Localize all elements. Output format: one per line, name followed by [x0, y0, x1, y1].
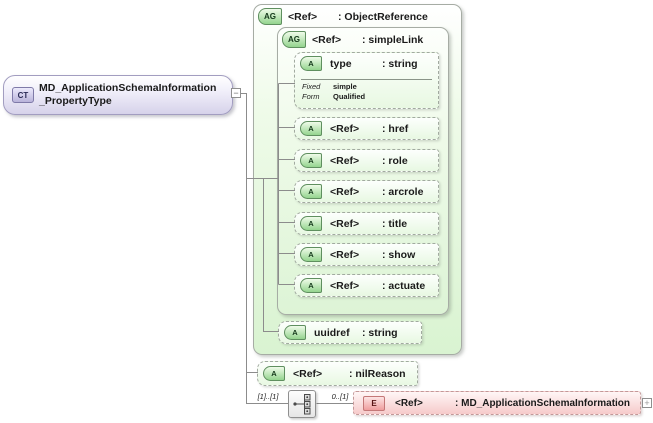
attribute-datatype: : nilReason	[349, 367, 406, 380]
complex-type-box[interactable]: CT MD_ApplicationSchemaInformation _Prop…	[3, 75, 233, 115]
attribute-datatype: : href	[382, 122, 409, 135]
attribute-role[interactable]: A <Ref> : role	[294, 149, 439, 172]
attribute-name: <Ref>	[330, 248, 360, 261]
collapse-handle-icon[interactable]: −	[231, 88, 241, 98]
facet-label: Form	[302, 91, 320, 101]
group-type-label: : ObjectReference	[338, 10, 428, 23]
facet-separator	[301, 79, 432, 80]
complex-type-name-line1: MD_ApplicationSchemaInformation	[39, 82, 217, 94]
facet-label: Fixed	[302, 82, 321, 91]
facet-value: Qualified	[333, 91, 366, 101]
cardinality-parent: [1]..[1]	[257, 392, 279, 401]
attribute-name: <Ref>	[330, 279, 360, 292]
group-ref-label: <Ref>	[288, 10, 318, 23]
attribute-icon: A	[300, 216, 322, 231]
facet-list: Fixed simple Form Qualified	[302, 82, 365, 101]
group-type-label: : simpleLink	[362, 33, 424, 46]
complex-type-name: MD_ApplicationSchemaInformation _Propert…	[39, 82, 229, 107]
expand-handle-icon[interactable]: +	[642, 398, 652, 408]
sequence-icon	[293, 394, 311, 415]
element-md-applicationschemainformation[interactable]: E <Ref> : MD_ApplicationSchemaInformatio…	[353, 391, 641, 415]
element-icon: E	[363, 395, 385, 411]
attribute-nilreason[interactable]: A <Ref> : nilReason	[257, 361, 418, 386]
attribute-datatype: : role	[382, 154, 408, 167]
attribute-group-icon: AG	[282, 31, 306, 48]
attribute-icon: A	[300, 184, 322, 199]
attribute-datatype: : arcrole	[382, 185, 424, 198]
facet-value: simple	[333, 82, 357, 91]
attribute-datatype: : show	[382, 248, 416, 261]
attribute-datatype: : string	[382, 57, 418, 70]
attribute-show[interactable]: A <Ref> : show	[294, 243, 439, 266]
group-ref-label: <Ref>	[312, 33, 342, 46]
attribute-group-title: AG <Ref> : simpleLink	[278, 28, 448, 48]
attribute-actuate[interactable]: A <Ref> : actuate	[294, 274, 439, 297]
attribute-name: uuidref	[314, 326, 350, 339]
sequence-compositor[interactable]	[288, 390, 316, 418]
attribute-name: <Ref>	[330, 217, 360, 230]
complex-type-icon: CT	[12, 87, 34, 103]
attribute-group-title: AG <Ref> : ObjectReference	[254, 5, 461, 25]
attribute-type[interactable]: A type : string Fixed simple Form Qualif…	[294, 52, 439, 109]
element-type-label: : MD_ApplicationSchemaInformation	[455, 397, 631, 409]
attribute-name: <Ref>	[293, 367, 323, 380]
attribute-icon: A	[263, 366, 285, 381]
attribute-title[interactable]: A <Ref> : title	[294, 212, 439, 235]
attribute-icon: A	[300, 153, 322, 168]
attribute-icon: A	[300, 121, 322, 136]
attribute-name: <Ref>	[330, 122, 360, 135]
attribute-icon: A	[284, 325, 306, 340]
complex-type-name-line2: _PropertyType	[39, 94, 112, 107]
cardinality-child: 0..[1]	[331, 392, 349, 401]
facet-fixed: Fixed simple	[302, 82, 365, 92]
attribute-icon: A	[300, 278, 322, 293]
element-ref-label: <Ref>	[395, 397, 423, 409]
attribute-datatype: : actuate	[382, 279, 426, 292]
attribute-group-icon: AG	[258, 8, 282, 25]
attribute-arcrole[interactable]: A <Ref> : arcrole	[294, 180, 439, 203]
attribute-name: type	[330, 57, 352, 70]
attribute-icon: A	[300, 56, 322, 71]
attribute-datatype: : string	[362, 326, 398, 339]
facet-form: Form Qualified	[302, 92, 365, 102]
attribute-href[interactable]: A <Ref> : href	[294, 117, 439, 140]
attribute-name: <Ref>	[330, 154, 360, 167]
attribute-row: A type : string	[295, 53, 438, 74]
attribute-icon: A	[300, 247, 322, 262]
attribute-datatype: : title	[382, 217, 408, 230]
attribute-name: <Ref>	[330, 185, 360, 198]
